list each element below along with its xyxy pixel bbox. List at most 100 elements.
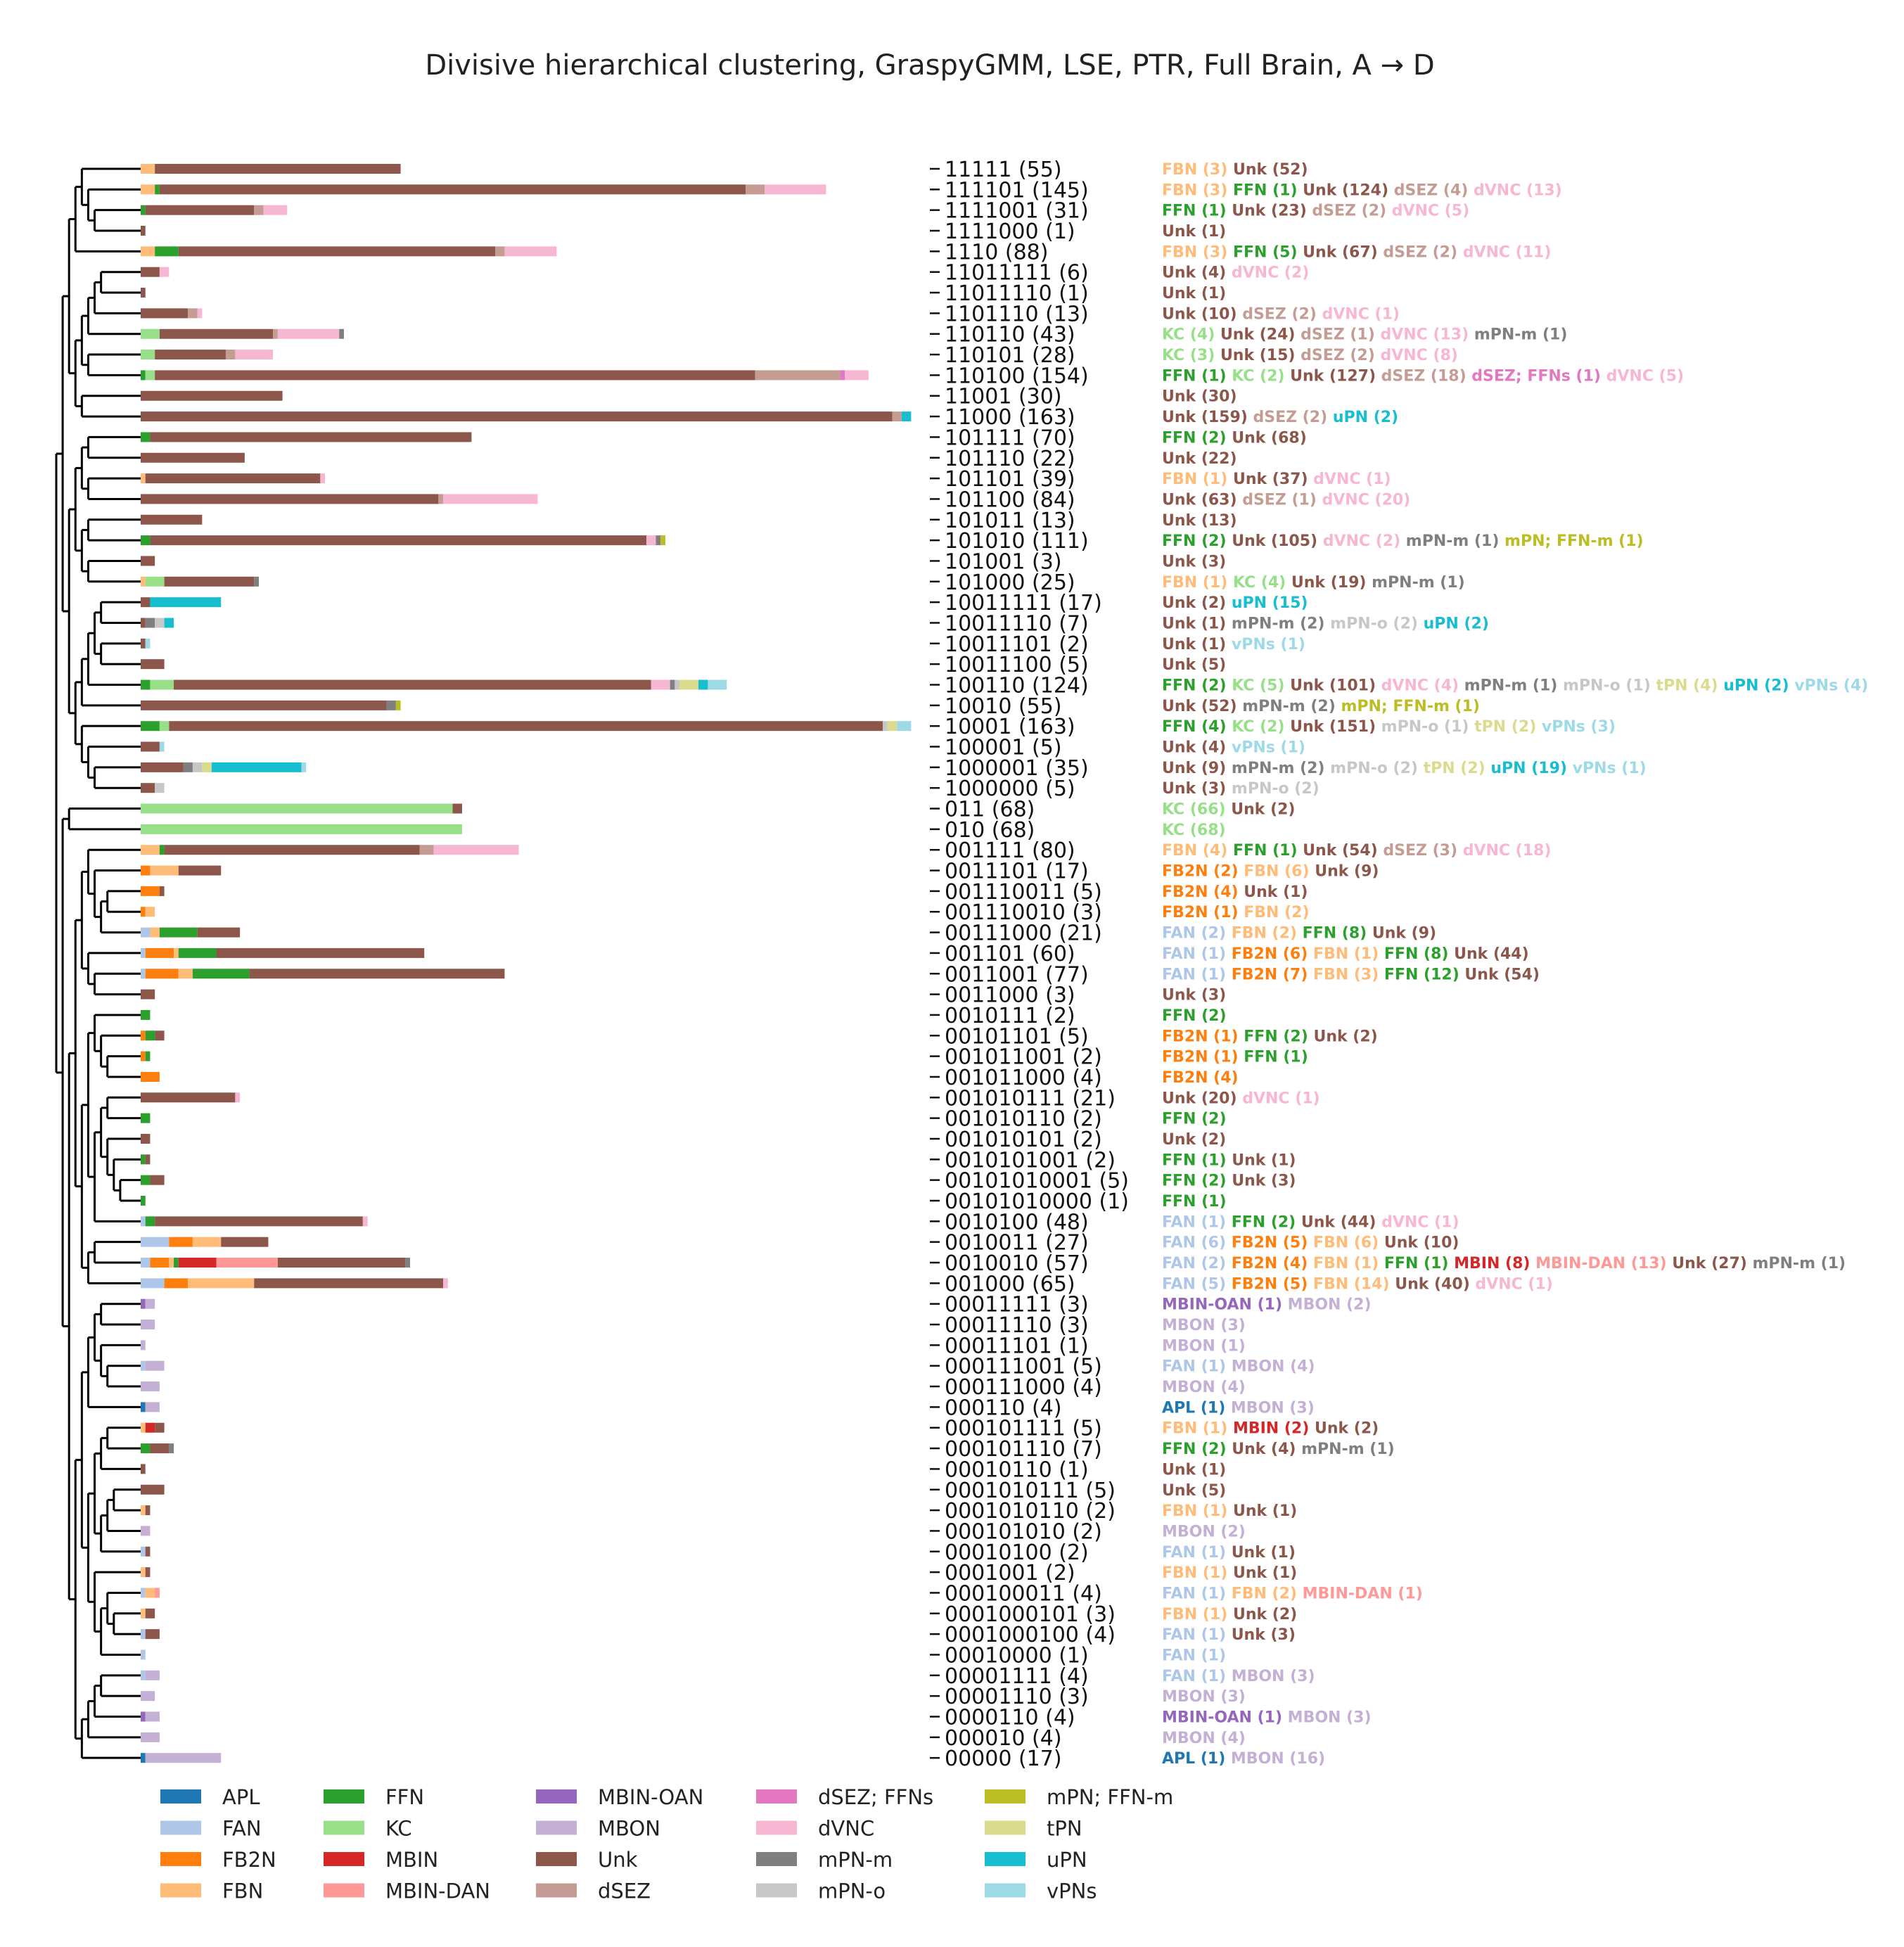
bar-segment [141, 411, 893, 422]
leaf-label: 00011110 (3) [945, 1313, 1089, 1338]
legend: APLFANFB2NFBNFFNKCMBINMBIN-DANMBIN-OANMB… [160, 1785, 1173, 1903]
composition-label: FFN (1) KC (2) Unk (127) dSEZ (18) dSEZ;… [1162, 367, 1684, 385]
composition-label: MBON (1) [1162, 1337, 1246, 1355]
bar-segment [395, 700, 401, 710]
bar-segment [216, 947, 425, 958]
legend-label: FB2N [222, 1848, 276, 1872]
legend-label: mPN; FFN-m [1047, 1785, 1173, 1809]
leaf-label: 001010101 (2) [945, 1128, 1102, 1152]
legend-label: dSEZ; FFNs [818, 1785, 933, 1809]
bar-segment [249, 969, 505, 979]
composition-label: FBN (3) FFN (1) Unk (124) dSEZ (4) dVNC … [1162, 181, 1562, 199]
bar-segment [169, 1237, 193, 1247]
composition-label: Unk (52) mPN-m (2) mPN; FFN-m (1) [1162, 698, 1480, 715]
legend-label: MBIN-OAN [598, 1785, 703, 1809]
leaf-label: 11111 (55) [945, 158, 1062, 182]
bar-segment [698, 679, 708, 690]
bar-segment [141, 1237, 170, 1247]
bar-segment [145, 638, 151, 649]
composition-label: KC (68) [1162, 822, 1226, 839]
legend-label: mPN-o [818, 1879, 886, 1903]
bar-segment [197, 308, 203, 319]
composition-label: FBN (4) FFN (1) Unk (54) dSEZ (3) dVNC (… [1162, 842, 1551, 860]
composition-label: FAN (1) Unk (3) [1162, 1626, 1296, 1644]
leaf-label: 1110 (88) [945, 240, 1048, 264]
legend-swatch [985, 1852, 1026, 1866]
bar-segment [145, 1051, 151, 1061]
bar-segment [169, 1258, 174, 1268]
bar-segment [452, 803, 462, 814]
leaf-label: 00101010001 (5) [945, 1169, 1129, 1194]
legend-swatch [756, 1852, 797, 1866]
bar-segment [145, 1505, 151, 1516]
leaf-label: 00010000 (1) [945, 1643, 1089, 1668]
bar-segment [141, 1133, 151, 1144]
bar-segment [254, 205, 264, 215]
composition-label: Unk (4) dVNC (2) [1162, 264, 1309, 282]
leaf-label: 1000000 (5) [945, 777, 1075, 801]
bar-segment [155, 370, 755, 381]
bar-segment [765, 184, 826, 195]
composition-label: FFN (1) Unk (1) [1162, 1151, 1296, 1169]
bar-segment [141, 1216, 146, 1227]
bar-segment [216, 1258, 278, 1268]
composition-label: APL (1) MBON (16) [1162, 1750, 1325, 1768]
bar-segment [141, 1320, 155, 1330]
bar-segment [362, 1216, 368, 1227]
bar-segment [145, 1360, 165, 1371]
bar-segment [141, 1670, 146, 1680]
bar-segment [141, 535, 151, 546]
composition-label: APL (1) MBON (3) [1162, 1399, 1315, 1417]
bar-segment [141, 1092, 236, 1103]
bar-segment [164, 845, 420, 855]
leaf-label: 00101010000 (1) [945, 1189, 1129, 1214]
bar-segment [254, 576, 259, 587]
bar-segment [145, 576, 165, 587]
composition-label: Unk (5) [1162, 656, 1226, 674]
leaf-label: 000110 (4) [945, 1396, 1062, 1420]
composition-label: FFN (2) Unk (3) [1162, 1173, 1296, 1190]
bar-segment [155, 350, 226, 360]
bar-segment [141, 989, 155, 1000]
composition-label: Unk (22) [1162, 450, 1237, 468]
composition-label: Unk (63) dSEZ (1) dVNC (20) [1162, 491, 1410, 509]
bar-segment [178, 865, 222, 876]
bar-segment [145, 1608, 155, 1619]
bar-segment [708, 679, 727, 690]
legend-label: mPN-m [818, 1848, 893, 1872]
composition-label: FBN (3) Unk (52) [1162, 161, 1308, 179]
composition-label: FAN (1) Unk (1) [1162, 1544, 1296, 1562]
composition-label: Unk (5) [1162, 1482, 1226, 1500]
bar-segment [277, 1258, 406, 1268]
bar-segment [675, 679, 680, 690]
leaf-label: 00011111 (3) [945, 1293, 1089, 1317]
composition-label: MBON (4) [1162, 1730, 1246, 1747]
composition-label: FAN (1) MBON (4) [1162, 1358, 1315, 1376]
composition-label: FB2N (1) FFN (2) Unk (2) [1162, 1028, 1378, 1045]
leaf-label: 101110 (22) [945, 447, 1075, 471]
leaf-label: 001011001 (2) [945, 1045, 1102, 1070]
composition-label: FBN (1) Unk (1) [1162, 1564, 1297, 1582]
bar-segment [141, 350, 155, 360]
legend-swatch [160, 1852, 201, 1866]
legend-swatch [324, 1820, 364, 1835]
bar-segment [150, 679, 174, 690]
dendrogram [55, 167, 141, 1759]
bar-segment [155, 164, 401, 174]
bar-segment [145, 1402, 160, 1412]
bar-segment [235, 1092, 241, 1103]
leaf-label: 0010111 (2) [945, 1004, 1075, 1028]
composition-labels: FBN (3) Unk (52) FBN (3) FFN (1) Unk (124… [1162, 161, 1868, 1768]
leaf-label: 0001010110 (2) [945, 1499, 1116, 1524]
leaf-label: 10011100 (5) [945, 653, 1089, 677]
leaf-label: 010 (68) [945, 818, 1035, 843]
bar-segment [141, 494, 439, 504]
bar-segment [141, 1258, 151, 1268]
leaf-label: 0010101001 (2) [945, 1148, 1116, 1173]
composition-label: MBON (3) [1162, 1688, 1246, 1706]
bar-segment [141, 164, 155, 174]
composition-label: FAN (2) FB2N (4) FBN (1) FFN (1) MBIN (8… [1162, 1255, 1846, 1272]
bar-segment [141, 1691, 155, 1702]
bar-segment [169, 1443, 174, 1454]
leaf-label: 0010010 (57) [945, 1251, 1089, 1276]
